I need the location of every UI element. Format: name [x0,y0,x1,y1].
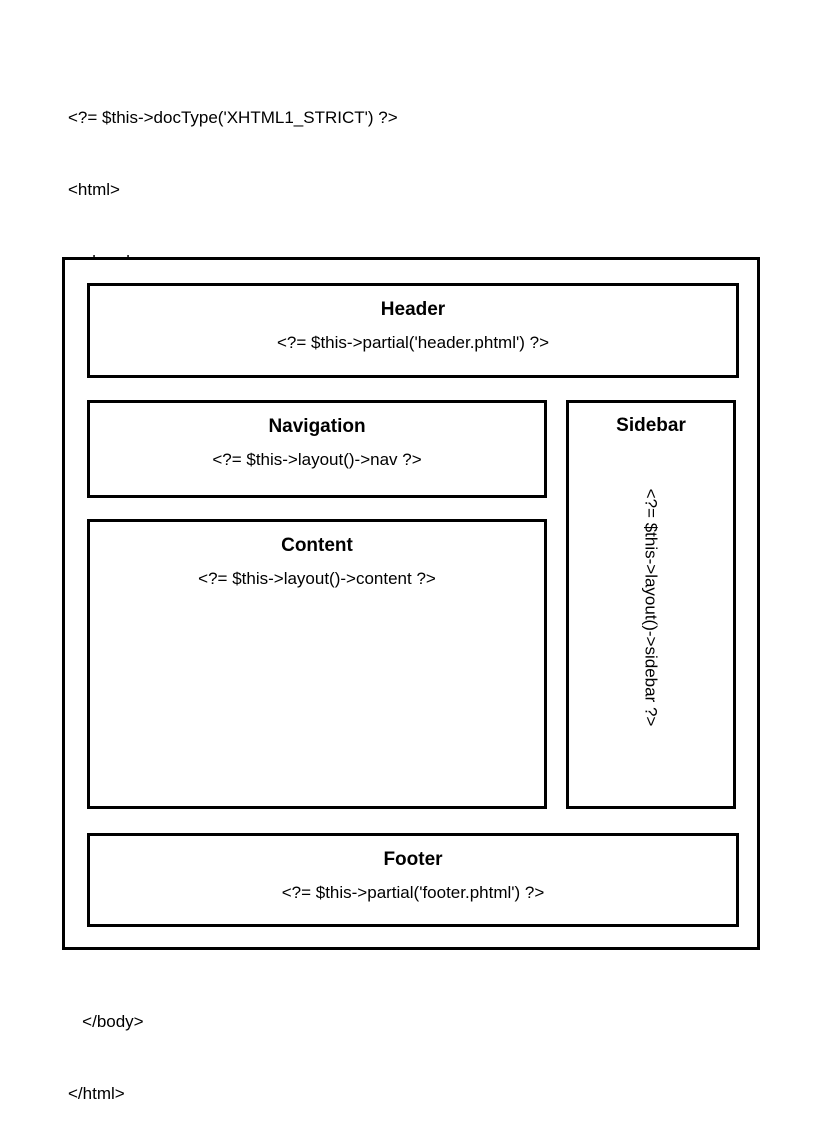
code-line: </html> [68,1084,125,1103]
region-title-header: Header [380,299,446,320]
region-code-sidebar: <?= $this->layout()->sidebar ?> [641,488,661,727]
region-box-navigation: Navigation <?= $this->layout()->nav ?> [87,400,547,498]
code-line: <html> [68,180,120,199]
region-code-sidebar-wrap: <?= $this->layout()->sidebar ?> [569,449,733,802]
region-code-header: <?= $this->partial('header.phtml') ?> [276,333,550,352]
code-line: </body> [68,1012,144,1031]
region-code-content: <?= $this->layout()->content ?> [198,569,436,588]
region-title-content: Content [281,535,353,556]
region-box-sidebar: Sidebar <?= $this->layout()->sidebar ?> [566,400,736,809]
region-title-sidebar: Sidebar [616,415,686,436]
region-box-header: Header <?= $this->partial('header.phtml'… [87,283,739,378]
code-block-bottom: </body> </html> [68,962,144,1130]
region-code-footer: <?= $this->partial('footer.phtml') ?> [281,883,545,902]
code-line: <?= $this->docType('XHTML1_STRICT') ?> [68,108,398,127]
region-box-footer: Footer <?= $this->partial('footer.phtml'… [87,833,739,927]
region-title-navigation: Navigation [268,416,366,437]
region-box-content: Content <?= $this->layout()->content ?> [87,519,547,809]
body-frame: Header <?= $this->partial('header.phtml'… [62,257,760,950]
region-code-navigation: <?= $this->layout()->nav ?> [212,450,422,469]
region-title-footer: Footer [383,849,443,870]
